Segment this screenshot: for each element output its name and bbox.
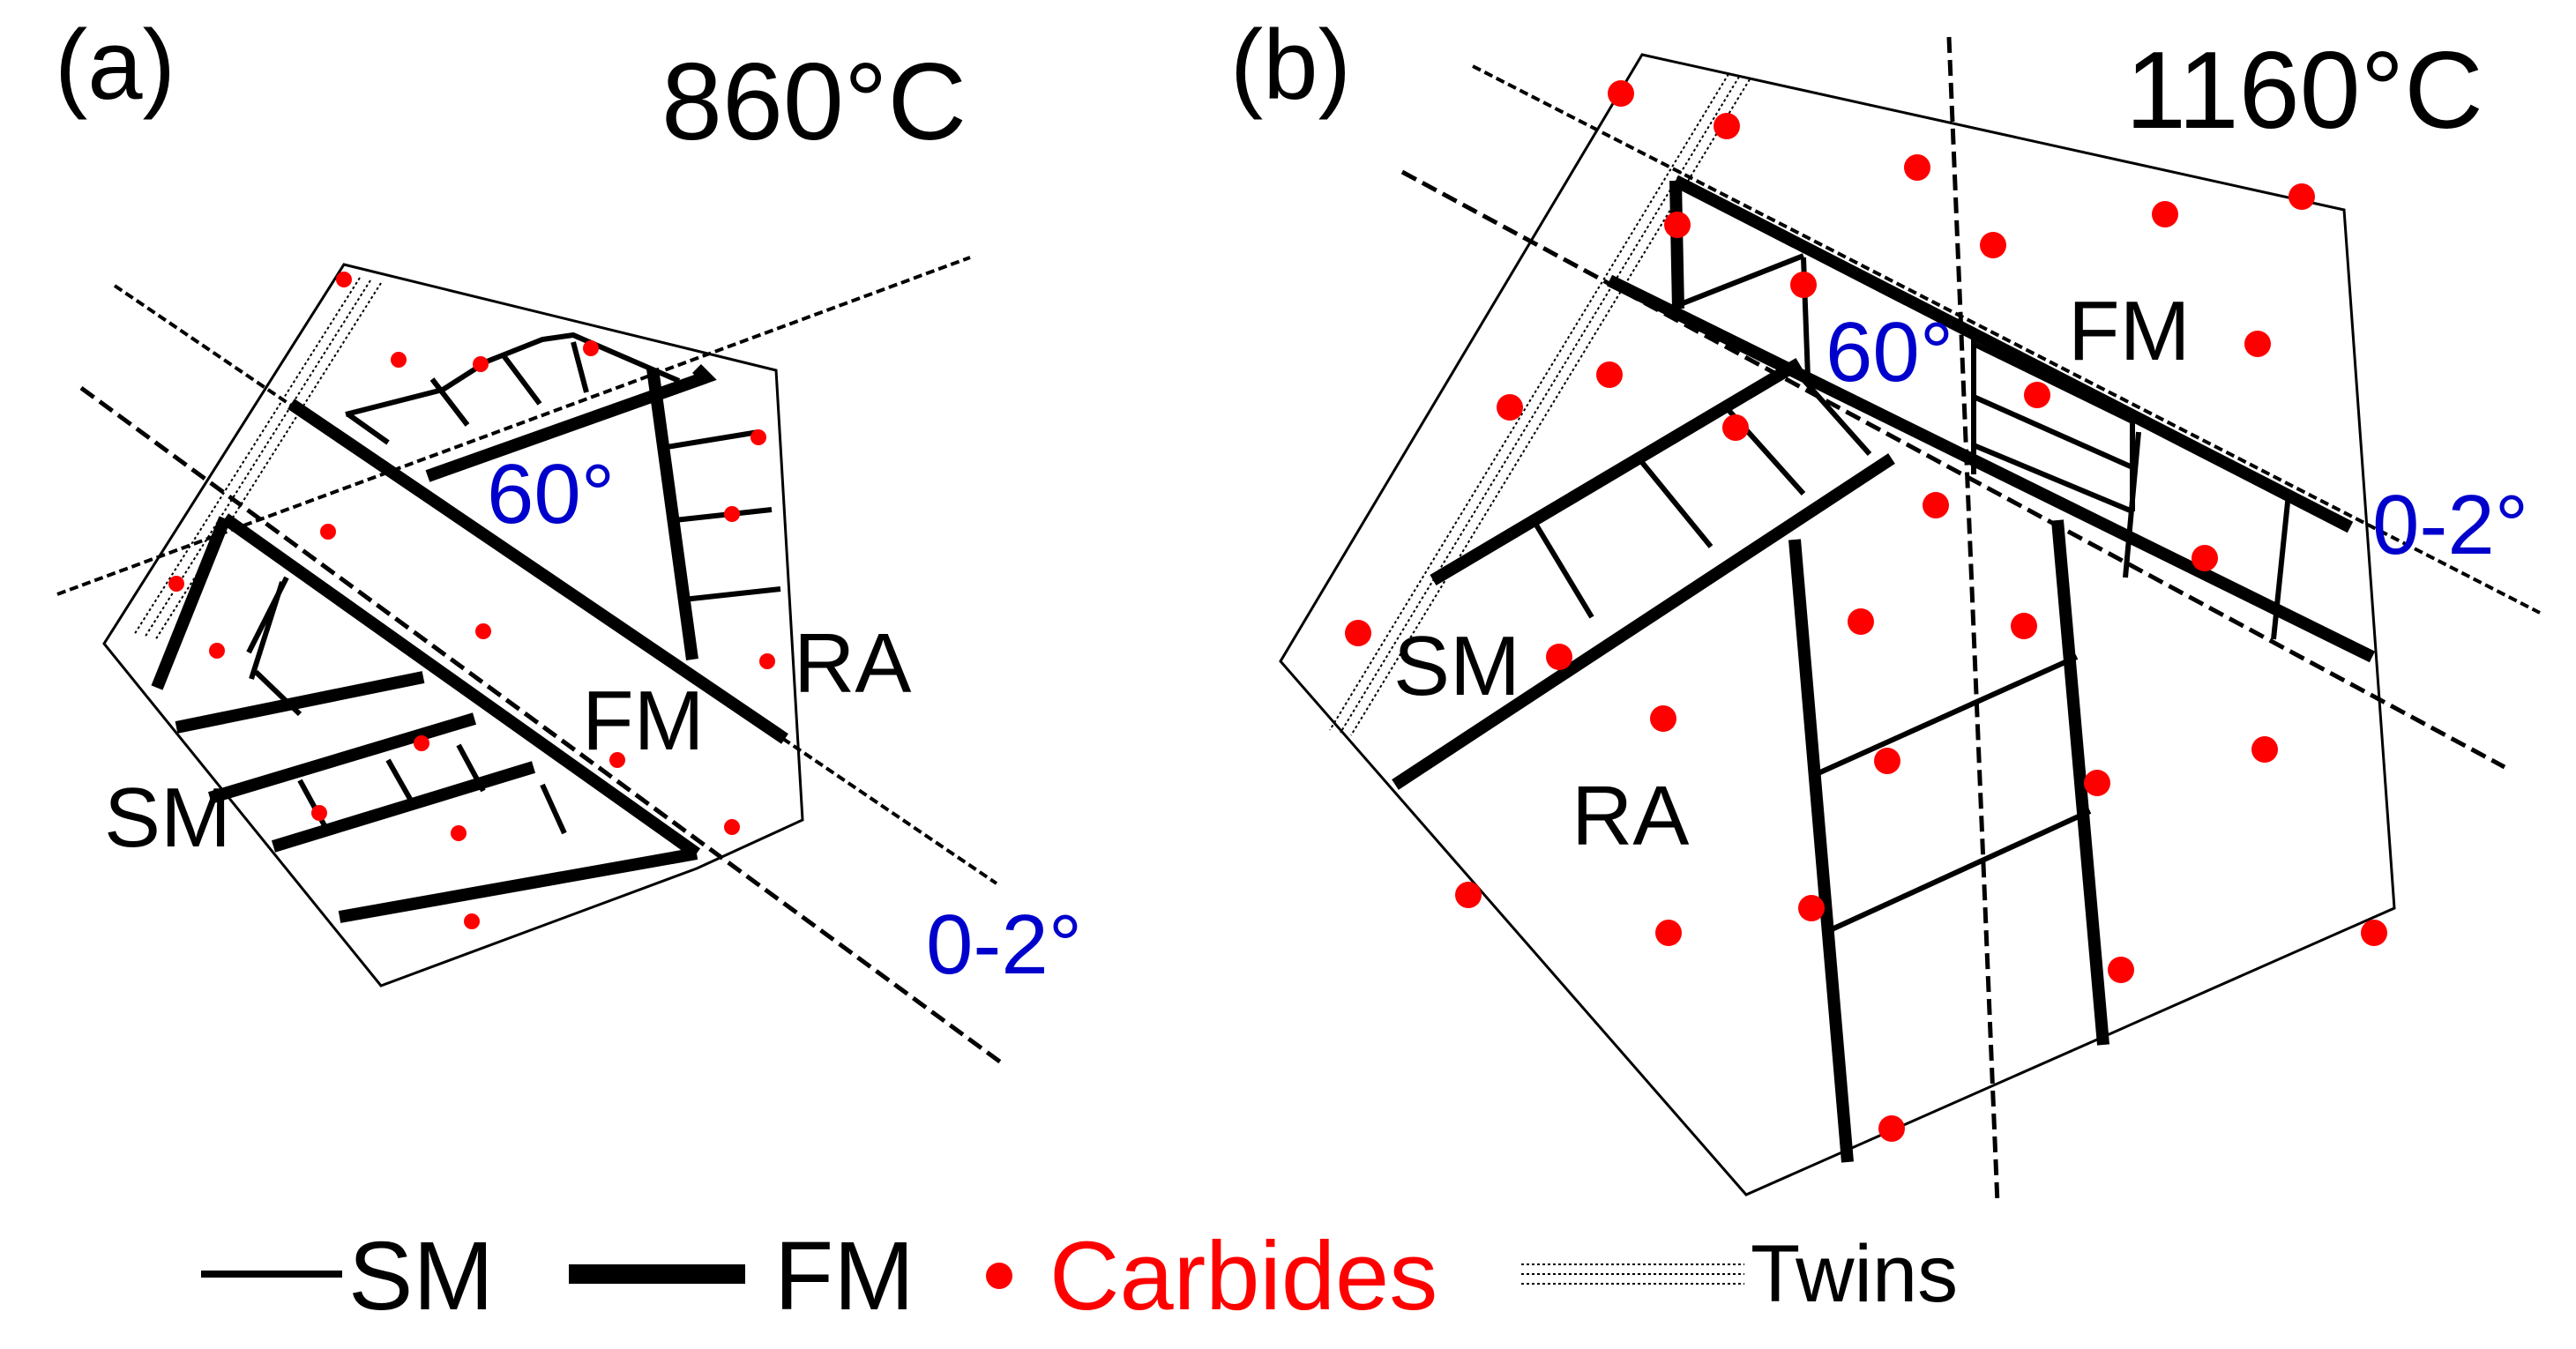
legend-carbides-label: Carbides xyxy=(1049,1222,1437,1330)
legend-twins-label: Twins xyxy=(1751,1229,1958,1319)
carbide xyxy=(1596,361,1623,388)
carbide xyxy=(451,825,467,841)
carbide xyxy=(1878,1115,1905,1142)
panel-b-label: (b) xyxy=(1230,10,1351,120)
carbide xyxy=(2191,545,2218,571)
carbide xyxy=(1790,272,1817,298)
carbide xyxy=(168,576,184,592)
panel-a-twins xyxy=(133,277,382,641)
carbide xyxy=(1650,705,1676,732)
carbide xyxy=(2289,183,2315,210)
carbide xyxy=(2361,920,2387,946)
carbide xyxy=(2084,770,2110,796)
panel-a-fm-label: FM xyxy=(582,674,705,768)
panel-b-angle-60: 60° xyxy=(1826,305,1953,399)
panel-a-temperature: 860°C xyxy=(661,41,967,163)
legend-twins-swatch xyxy=(1521,1263,1744,1285)
carbide xyxy=(1497,394,1523,421)
carbide xyxy=(320,524,336,540)
carbide xyxy=(1455,882,1482,908)
carbide xyxy=(750,429,766,445)
panel-a-carbides xyxy=(168,272,775,929)
panel-a-angle-0-2: 0-2° xyxy=(926,898,1082,992)
panel-a-fresh-martensite xyxy=(151,364,788,923)
panel-b-grain-boundary xyxy=(1279,53,2396,1196)
panel-b-sm-label: SM xyxy=(1393,619,1520,713)
panel-a-label: (a) xyxy=(55,10,175,120)
carbide xyxy=(1923,492,1949,518)
carbide xyxy=(1546,644,1572,670)
panel-a-grain-boundary xyxy=(102,263,804,988)
carbide xyxy=(1664,212,1691,238)
carbide xyxy=(2244,331,2271,357)
panel-b-temperature: 1160°C xyxy=(2125,30,2483,152)
carbide xyxy=(2024,382,2050,408)
panel-b-fresh-martensite xyxy=(1392,175,2376,1163)
panel-a-angle-60: 60° xyxy=(487,447,615,541)
carbide xyxy=(336,272,352,287)
carbide xyxy=(464,913,480,929)
carbide xyxy=(311,805,327,821)
carbide xyxy=(414,735,429,751)
carbide xyxy=(209,643,225,659)
panel-b-carbides xyxy=(1345,80,2387,1142)
carbide xyxy=(1722,414,1749,441)
carbide xyxy=(2251,736,2278,763)
panel-b-self-tempered-martensite xyxy=(1532,253,2291,933)
carbide xyxy=(724,506,740,522)
carbide xyxy=(1608,80,1634,107)
carbide xyxy=(724,819,740,835)
panel-a-self-tempered-martensite xyxy=(246,332,781,835)
panel-a-ra-label: RA xyxy=(794,616,911,711)
carbide xyxy=(473,356,489,372)
panel-b-angle-0-2: 0-2° xyxy=(2372,478,2528,572)
carbide xyxy=(2152,201,2178,227)
panel-b-dashed-lines xyxy=(1400,36,2541,1204)
panel-a-sm-label: SM xyxy=(104,771,231,865)
carbide xyxy=(583,340,599,356)
panel-b-ra-label: RA xyxy=(1572,769,1689,863)
legend-sm-label: SM xyxy=(348,1222,494,1330)
carbide xyxy=(391,352,407,368)
legend: SM FM Carbides Twins xyxy=(201,1222,1958,1330)
carbide xyxy=(609,752,625,768)
carbide xyxy=(759,653,775,669)
carbide xyxy=(2108,957,2134,983)
panel-a: (a) 860°C xyxy=(55,10,1082,1065)
carbide xyxy=(1345,620,1371,646)
carbide xyxy=(2011,613,2037,639)
panel-b-fm-label: FM xyxy=(2068,284,2191,378)
carbide xyxy=(1655,920,1682,946)
carbide xyxy=(1848,608,1874,635)
panel-b: (b) 1160°C xyxy=(1230,10,2541,1204)
carbide xyxy=(1874,748,1900,774)
carbide xyxy=(475,623,491,639)
legend-fm-label: FM xyxy=(774,1222,915,1330)
carbide xyxy=(1798,895,1825,921)
carbide xyxy=(1980,232,2006,258)
carbide xyxy=(1904,154,1930,181)
carbide xyxy=(1714,113,1740,139)
legend-carbide-swatch xyxy=(986,1263,1012,1289)
